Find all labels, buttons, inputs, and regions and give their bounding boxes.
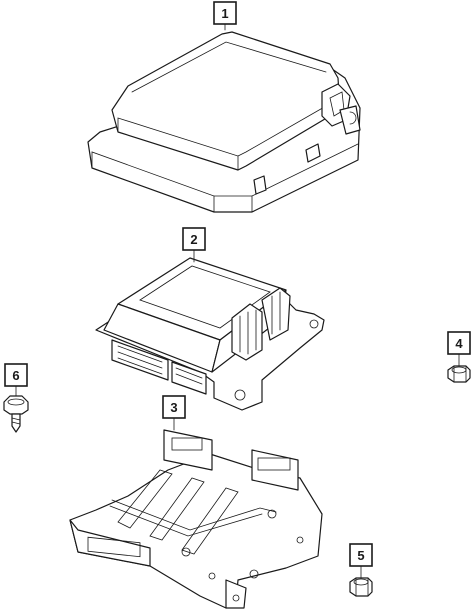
callout-3: 3 xyxy=(162,395,186,419)
callout-1-label: 1 xyxy=(221,6,228,21)
callout-4-label: 4 xyxy=(455,336,463,351)
callout-5: 5 xyxy=(349,543,373,567)
callout-6-label: 6 xyxy=(12,368,19,383)
bolt-6-part xyxy=(3,395,29,433)
callout-4: 4 xyxy=(447,331,471,355)
nut-4-part xyxy=(447,365,471,383)
control-module-part xyxy=(95,257,325,411)
mounting-bracket-part xyxy=(69,429,323,609)
callout-3-label: 3 xyxy=(170,400,177,415)
nut-5-part xyxy=(349,577,373,597)
callout-2-label: 2 xyxy=(190,232,197,247)
callout-6: 6 xyxy=(4,363,28,387)
callout-5-label: 5 xyxy=(357,548,364,563)
callout-2: 2 xyxy=(182,227,206,251)
callout-1: 1 xyxy=(213,1,237,25)
cover-part xyxy=(87,31,361,213)
